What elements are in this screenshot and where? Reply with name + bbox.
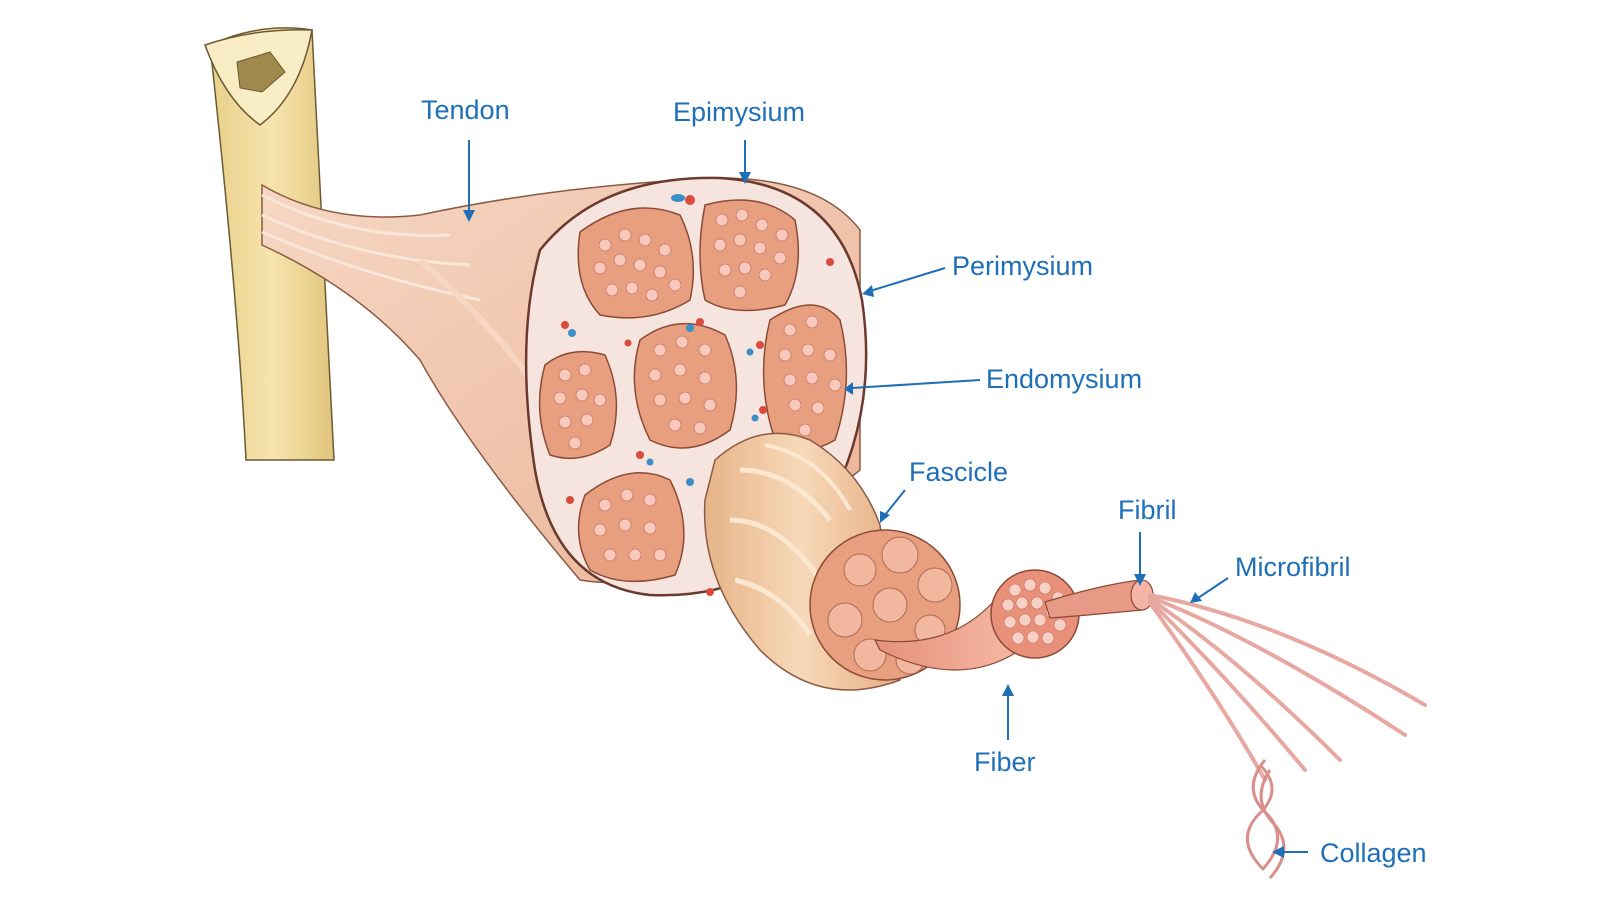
label-arrows xyxy=(463,140,1308,858)
collagen-strands xyxy=(1245,759,1286,879)
label-fibril: Fibril xyxy=(1118,495,1177,525)
label-endomysium: Endomysium xyxy=(986,364,1142,394)
label-collagen: Collagen xyxy=(1320,838,1427,868)
fiber xyxy=(873,569,1080,671)
microfibrils xyxy=(1148,593,1427,782)
label-microfibril: Microfibril xyxy=(1235,552,1351,582)
label-epimysium: Epimysium xyxy=(673,97,805,127)
label-fiber: Fiber xyxy=(974,747,1036,777)
label-perimysium: Perimysium xyxy=(952,251,1093,281)
label-fascicle: Fascicle xyxy=(909,457,1008,487)
muscle-fibers xyxy=(553,208,842,562)
labels: Tendon Epimysium Perimysium Endomysium F… xyxy=(421,95,1427,868)
label-tendon: Tendon xyxy=(421,95,510,125)
fibril xyxy=(1044,579,1154,619)
